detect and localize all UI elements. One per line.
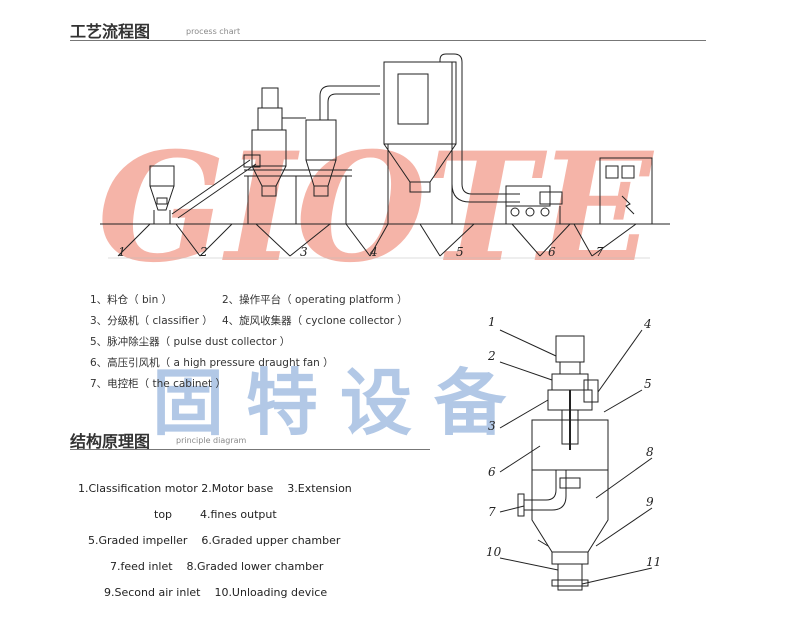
legend-item: 3、分级机（ classifier ） <box>90 315 213 327</box>
principle-number-6: 6 <box>488 465 496 479</box>
pulse-collector-drawing <box>383 53 520 224</box>
process-number-4: 4 <box>369 245 378 259</box>
process-number-5: 5 <box>456 245 464 259</box>
parts-line: 9.Second air inlet 10.Unloading device <box>104 586 328 599</box>
principle-number-2: 2 <box>487 349 496 363</box>
equipment-legend: 1、料仓（ bin ） 2、操作平台（ operating platform ）… <box>90 290 408 458</box>
principle-diagram-title: 结构原理图 <box>70 432 151 451</box>
watermark-latin: GIOTE <box>98 120 656 296</box>
principle-diagram-subtitle: principle diagram <box>176 436 247 445</box>
parts-line: 5.Graded impeller 6.Graded upper chamber <box>88 534 341 547</box>
parts-description: 1.Classification motor 2.Motor base 3.Ex… <box>62 470 358 610</box>
parts-line: 7.feed inlet 8.Graded lower chamber <box>110 560 324 573</box>
parts-line: top 4.fines output <box>154 508 277 521</box>
parts-line: 1.Classification motor 2.Motor base 3.Ex… <box>78 482 352 495</box>
principle-number-11: 11 <box>646 555 661 569</box>
legend-item: 5、脉冲除尘器（ pulse dust collector ） <box>90 336 291 348</box>
legend-item: 7、电控柜（ the cabinet ） <box>90 378 226 390</box>
legend-item: 4、旋风收集器（ cyclone collector ） <box>222 315 409 327</box>
principle-number-7: 7 <box>488 505 496 519</box>
process-number-2: 2 <box>199 245 208 259</box>
legend-item: 1、料仓（ bin ） <box>90 294 173 306</box>
watermark-chinese: 固特设备 <box>152 360 528 445</box>
process-number-6: 6 <box>548 245 556 259</box>
process-chart-subtitle: process chart <box>186 27 241 36</box>
principle-number-5: 5 <box>644 377 652 391</box>
principle-number-3: 3 <box>488 419 496 433</box>
legend-item: 2、操作平台（ operating platform ） <box>222 294 408 306</box>
process-number-1: 1 <box>118 245 126 259</box>
process-chart-title: 工艺流程图 <box>70 22 151 41</box>
cabinet-drawing <box>599 157 653 225</box>
fan-drawing <box>505 185 563 224</box>
process-number-3: 3 <box>300 245 308 259</box>
principle-number-10: 10 <box>486 545 502 559</box>
bin-drawing <box>149 165 175 224</box>
principle-title-rule <box>70 449 430 450</box>
classifier-drawing <box>244 87 352 224</box>
legend-item: 6、高压引风机（ a high pressure draught fan ） <box>90 357 334 369</box>
principle-number-4: 4 <box>643 317 652 331</box>
principle-number-1: 1 <box>488 315 496 329</box>
title-rule <box>70 40 706 41</box>
process-number-7: 7 <box>596 245 604 259</box>
principle-number-9: 9 <box>646 495 654 509</box>
principle-number-8: 8 <box>646 445 654 459</box>
cyclone-drawing <box>282 85 380 197</box>
